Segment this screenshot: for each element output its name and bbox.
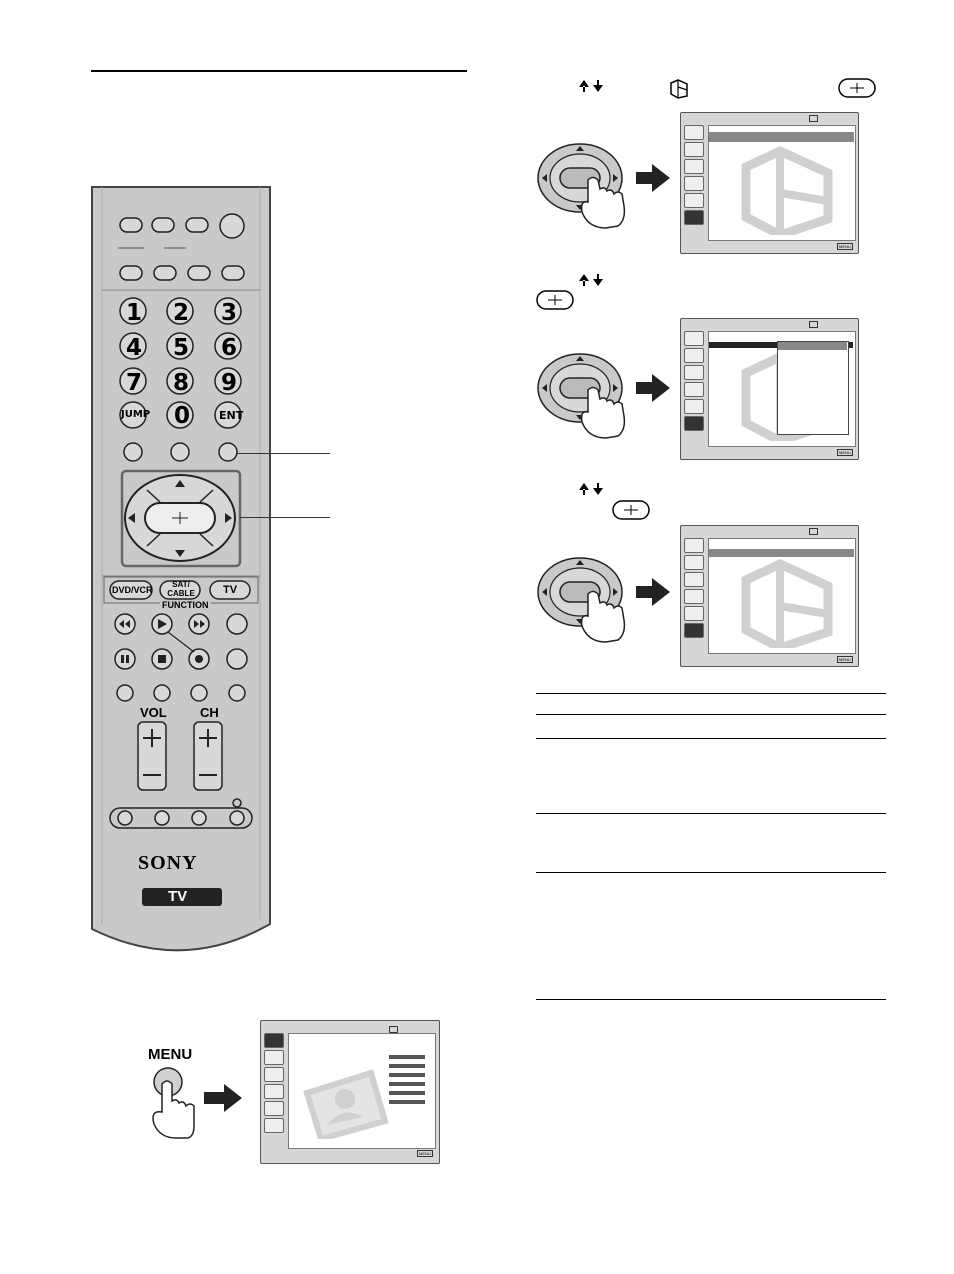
parent-menu-icon bbox=[264, 1101, 284, 1116]
osd3-footer-menu: MENU bbox=[837, 656, 853, 663]
num-3[interactable]: 3 bbox=[221, 300, 238, 326]
table-rule-row3 bbox=[536, 872, 886, 873]
osd-screen-picture: MENU bbox=[260, 1020, 440, 1164]
sound-menu-icon bbox=[264, 1050, 284, 1065]
channel-menu-icon bbox=[264, 1084, 284, 1099]
osd-screen-setup-submenu: MENU bbox=[680, 318, 859, 460]
menu-button-label: MENU bbox=[148, 1046, 193, 1063]
num-8[interactable]: 8 bbox=[173, 370, 190, 396]
dpad-press-illustration-2 bbox=[537, 353, 670, 439]
brand-logo: SONY bbox=[138, 852, 198, 874]
num-6[interactable]: 6 bbox=[221, 335, 238, 361]
enter-button-icon bbox=[838, 78, 876, 98]
num-4[interactable]: 4 bbox=[126, 335, 143, 361]
enter-button-icon-3 bbox=[612, 500, 650, 520]
num-5[interactable]: 5 bbox=[173, 335, 190, 361]
table-rule-header bbox=[536, 714, 886, 715]
callout-line-1 bbox=[236, 453, 330, 454]
table-rule-bottom bbox=[536, 999, 886, 1000]
num-2[interactable]: 2 bbox=[173, 300, 190, 326]
osd-screen-setup: MENU bbox=[680, 112, 859, 254]
num-0[interactable]: 0 bbox=[174, 403, 191, 429]
dvd-vcr-button[interactable]: DVD/VCR bbox=[112, 585, 153, 595]
up-down-arrows-icon-2 bbox=[579, 274, 603, 286]
picture-menu-icon bbox=[264, 1033, 284, 1048]
setup-menu-icon bbox=[670, 79, 688, 99]
screen-menu-icon bbox=[264, 1067, 284, 1082]
table-rule-row2 bbox=[536, 813, 886, 814]
tv-mode-badge: TV bbox=[168, 888, 188, 905]
num-9[interactable]: 9 bbox=[221, 370, 238, 396]
ent-button[interactable]: ENT bbox=[219, 409, 244, 422]
table-rule-top bbox=[536, 693, 886, 694]
up-down-arrows-icon bbox=[579, 80, 603, 92]
num-7[interactable]: 7 bbox=[126, 370, 143, 396]
up-down-arrows-icon-3 bbox=[579, 483, 603, 495]
tv-function-button[interactable]: TV bbox=[223, 584, 238, 596]
setup-menu-icon bbox=[264, 1118, 284, 1133]
osd-footer-menu: MENU bbox=[417, 1150, 433, 1157]
osd1-footer-menu: MENU bbox=[837, 243, 853, 250]
vol-label: VOL bbox=[140, 705, 167, 720]
osd-screen-setup-confirmed: MENU bbox=[680, 525, 859, 667]
remote-control bbox=[91, 186, 271, 952]
section-rule bbox=[91, 70, 467, 72]
function-label: FUNCTION bbox=[160, 600, 211, 610]
picture-watermark-icon bbox=[303, 1069, 389, 1139]
dpad-press-illustration-3 bbox=[537, 557, 670, 643]
enter-button-icon-2 bbox=[536, 290, 574, 310]
callout-line-2 bbox=[240, 517, 330, 518]
menu-press-illustration bbox=[152, 1067, 242, 1139]
dpad-press-illustration-1 bbox=[537, 143, 670, 229]
jump-button[interactable]: JUMP bbox=[121, 409, 151, 420]
sat-cable-button[interactable]: SAT/ CABLE bbox=[167, 580, 195, 598]
num-1[interactable]: 1 bbox=[126, 300, 143, 326]
ch-label: CH bbox=[200, 705, 219, 720]
table-rule-row1 bbox=[536, 738, 886, 739]
osd2-footer-menu: MENU bbox=[837, 449, 853, 456]
